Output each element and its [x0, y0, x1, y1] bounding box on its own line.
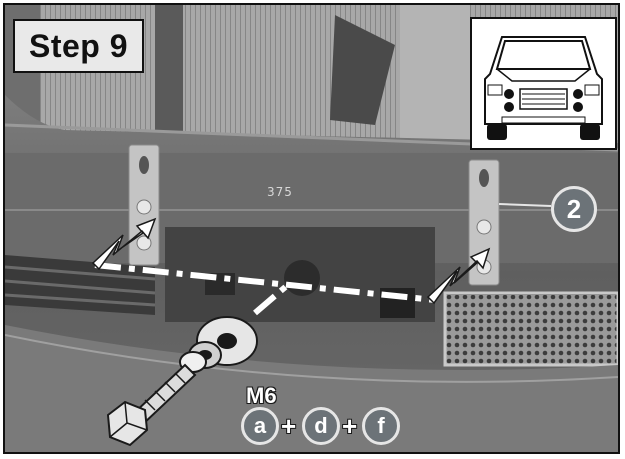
instruction-frame: 375 Step 9 2 M6 a + d + f [3, 3, 620, 454]
bolt-size-label: M6 [246, 383, 277, 408]
car-front-icon [470, 17, 617, 150]
zigzag-arrow-icon [91, 217, 491, 305]
callout-badge: 2 [551, 186, 597, 232]
plus-sign: + [281, 411, 297, 441]
part-badge-d: d [302, 407, 340, 445]
bumper-marking: 375 [267, 185, 293, 199]
part-badge-a: a [241, 407, 279, 445]
plus-sign: + [342, 411, 358, 441]
part-badge-f: f [362, 407, 400, 445]
step-label: Step 9 [13, 19, 145, 73]
bolt-icon [106, 316, 258, 447]
